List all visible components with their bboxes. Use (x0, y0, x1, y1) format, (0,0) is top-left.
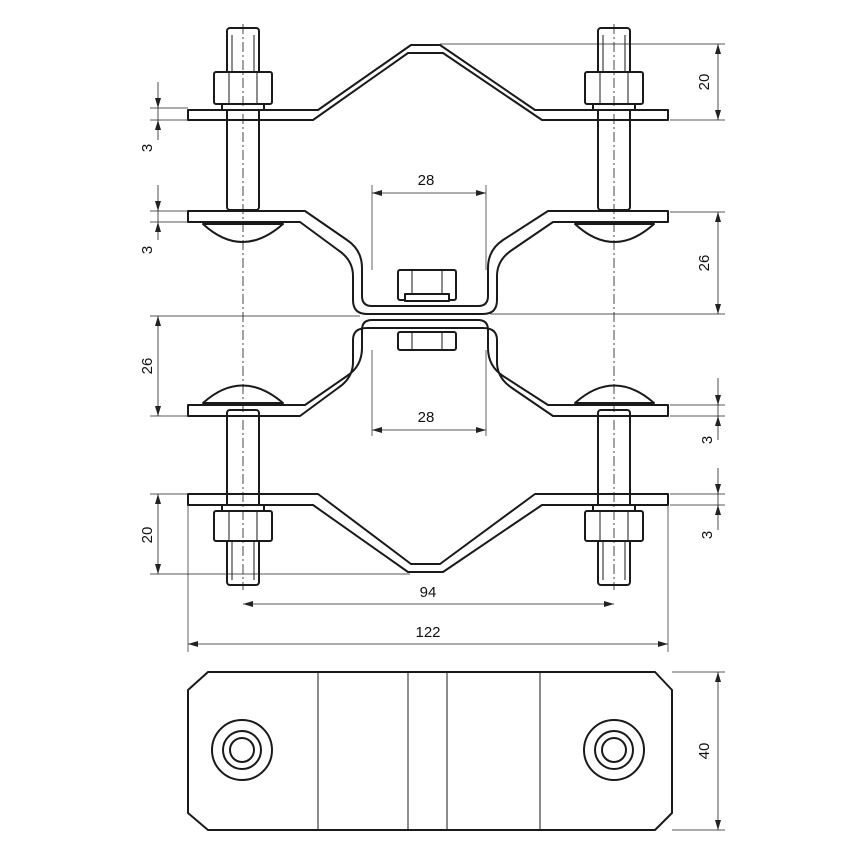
top-lower-strap (187, 210, 669, 315)
bottom-center-nut (397, 331, 457, 351)
dim-bolt-spacing: 94 (243, 584, 614, 607)
bottom-upper-strap (187, 319, 669, 417)
dim-bottom-thickness-lower-label: 3 (699, 531, 716, 539)
dim-top-thickness-upper: 3 (139, 82, 188, 152)
top-center-nut (397, 269, 457, 302)
dim-bottom-offset: 20 (139, 493, 410, 575)
dim-top-offset-label: 20 (696, 74, 713, 91)
plate-outline (187, 671, 673, 831)
dim-bottom-inner-height: 26 (139, 315, 360, 417)
plate-right-bolt-hole (583, 719, 645, 781)
dim-top-inner-height: 26 (490, 211, 725, 315)
plate-left-bolt-hole (211, 719, 273, 781)
dim-bottom-thickness-lower: 3 (670, 468, 725, 539)
dim-top-inner-width: 28 (371, 172, 487, 270)
dim-top-inner-height-label: 26 (696, 255, 713, 272)
dim-overall-length-label: 122 (415, 624, 440, 641)
bottom-clamp-assembly (187, 319, 669, 586)
dim-overall-length: 122 (187, 505, 669, 652)
top-right-bolt-head (574, 223, 655, 243)
plan-view-plate (187, 671, 673, 831)
bottom-left-bolt-head (202, 384, 284, 404)
dim-top-thickness-lower-label: 3 (139, 246, 156, 254)
dim-bottom-inner-width-label: 28 (418, 409, 435, 426)
dim-bottom-inner-height-label: 26 (139, 358, 156, 375)
dim-bolt-spacing-label: 94 (420, 584, 437, 601)
dim-top-thickness-upper-label: 3 (139, 144, 156, 152)
top-upper-strap (187, 44, 669, 121)
top-left-bolt-head (202, 223, 284, 243)
dim-top-inner-width-label: 28 (418, 172, 435, 189)
dim-plate-width: 40 (672, 671, 725, 831)
top-clamp-assembly (187, 27, 669, 315)
bottom-right-bolt-head (574, 384, 655, 404)
dim-bottom-inner-width: 28 (371, 350, 487, 436)
dim-plate-width-label: 40 (696, 743, 713, 760)
dim-top-offset: 20 (440, 43, 725, 121)
dim-bottom-thickness-upper-label: 3 (699, 436, 716, 444)
dim-bottom-thickness-upper: 3 (670, 378, 725, 444)
dim-top-thickness-lower: 3 (139, 185, 188, 254)
dim-bottom-offset-label: 20 (139, 527, 156, 544)
